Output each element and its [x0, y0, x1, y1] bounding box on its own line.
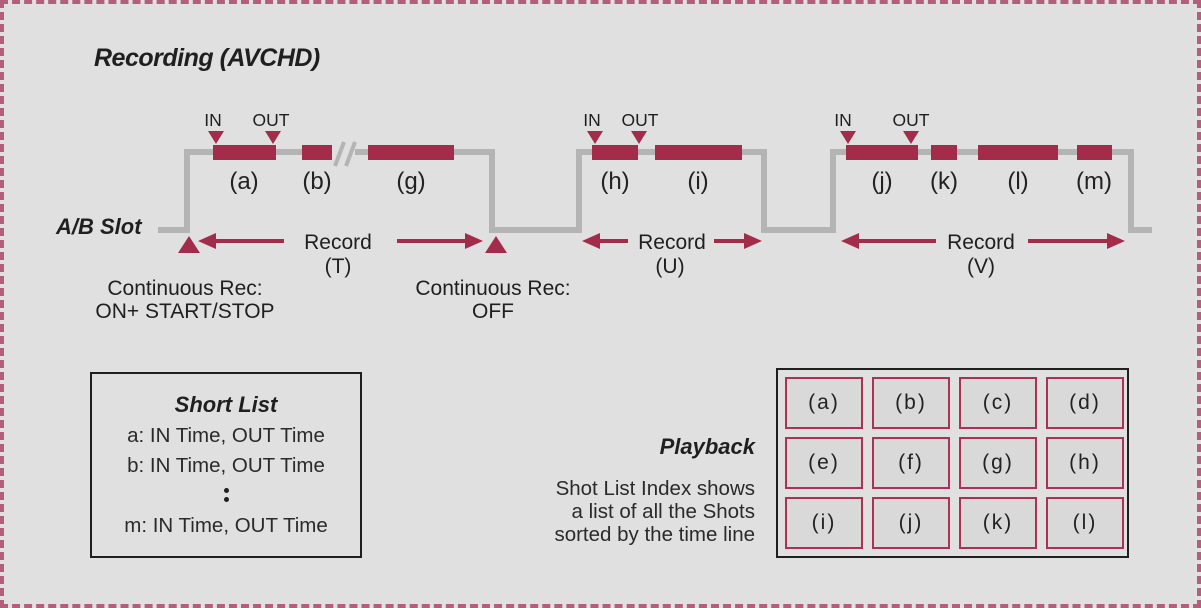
shot-thumbnail-e: (e) [785, 437, 863, 489]
clip-label-b: (b) [302, 168, 332, 195]
shot-thumbnail-a: (a) [785, 377, 863, 429]
record-arrow-left-shaft-v [855, 239, 936, 243]
clip-label-k: (k) [930, 168, 958, 195]
in-label-u: IN [583, 110, 601, 130]
clip-b [302, 145, 332, 160]
short-list-item-m: m: IN Time, OUT Time [124, 514, 328, 537]
continuous-rec-on-label: Continuous Rec: ON+ START/STOP [55, 277, 315, 323]
shot-thumbnail-l: (l) [1046, 497, 1124, 549]
continuous-rec-off-line1: Continuous Rec: [415, 277, 571, 300]
continuous-rec-off-label: Continuous Rec: OFF [363, 277, 623, 323]
record-arrow-left-u [582, 233, 600, 249]
in-marker-icon-u [587, 131, 603, 144]
record-arrow-right-t [465, 233, 483, 249]
out-marker-icon-t [265, 131, 281, 144]
record-arrow-right-v [1107, 233, 1125, 249]
continuous-rec-on-marker-icon [178, 236, 200, 253]
clip-label-l: (l) [1007, 168, 1029, 195]
shot-thumbnail-d: (d) [1046, 377, 1124, 429]
short-list-box: Short List a: IN Time, OUT Time b: IN Ti… [90, 372, 362, 558]
out-label-v: OUT [892, 110, 930, 130]
short-list-item-b: b: IN Time, OUT Time [127, 454, 325, 477]
out-marker-icon-u [631, 131, 647, 144]
clip-label-m: (m) [1076, 168, 1112, 195]
ab-slot-label: A/B Slot [56, 214, 142, 239]
short-list-title: Short List [174, 392, 278, 417]
continuous-rec-off-line2: OFF [472, 300, 514, 323]
clip-i [655, 145, 742, 160]
clip-k [931, 145, 957, 160]
record-arrow-left-t [198, 233, 216, 249]
continuous-rec-on-line2: ON+ START/STOP [95, 300, 275, 323]
record-label-v: Record [947, 231, 1015, 254]
clip-a [213, 145, 276, 160]
record-arrow-right-shaft-v [1028, 239, 1109, 243]
clip-label-j: (j) [871, 168, 893, 195]
record-arrow-left-shaft-u [596, 239, 628, 243]
playback-description-line1: Shot List Index shows [555, 477, 755, 500]
continuous-rec-on-line1: Continuous Rec: [107, 277, 263, 300]
record-tag-v: (V) [967, 255, 995, 278]
record-tag-u: (U) [655, 255, 685, 278]
clip-j [846, 145, 918, 160]
shot-thumbnail-g: (g) [959, 437, 1037, 489]
record-label-u: Record [638, 231, 706, 254]
clip-h [592, 145, 638, 160]
timeline-break-icon [331, 141, 357, 167]
record-arrow-right-shaft-t [397, 239, 465, 243]
out-marker-icon-v [903, 131, 919, 144]
shot-thumbnail-k: (k) [959, 497, 1037, 549]
record-arrow-right-shaft-u [714, 239, 746, 243]
in-marker-icon-t [208, 131, 224, 144]
record-arrow-right-u [744, 233, 762, 249]
shot-thumbnail-j: (j) [872, 497, 950, 549]
shot-thumbnail-h: (h) [1046, 437, 1124, 489]
in-label-t: IN [204, 110, 222, 130]
clip-g [368, 145, 454, 160]
shot-list-index-grid: (a) (b) (c) (d) (e) (f) (g) (h) (i) (j) … [776, 368, 1129, 558]
record-arrow-left-v [841, 233, 859, 249]
playback-description-line2: a list of all the Shots [571, 500, 755, 523]
playback-description: Shot List Index shows a list of all the … [400, 477, 755, 546]
page-title: Recording (AVCHD) [94, 44, 320, 72]
record-arrow-left-shaft-t [212, 239, 284, 243]
shot-thumbnail-f: (f) [872, 437, 950, 489]
clip-label-i: (i) [687, 168, 709, 195]
shot-thumbnail-i: (i) [785, 497, 863, 549]
short-list-item-a: a: IN Time, OUT Time [127, 424, 325, 447]
record-label-t: Record [304, 231, 372, 254]
playback-title: Playback [659, 434, 755, 459]
out-label-u: OUT [621, 110, 659, 130]
clip-m [1077, 145, 1112, 160]
continuous-rec-off-marker-icon [485, 236, 507, 253]
in-label-v: IN [834, 110, 852, 130]
clip-label-a: (a) [229, 168, 259, 195]
clip-label-h: (h) [600, 168, 630, 195]
clip-label-g: (g) [396, 168, 426, 195]
shot-thumbnail-b: (b) [872, 377, 950, 429]
in-marker-icon-v [840, 131, 856, 144]
vertical-ellipsis-icon [92, 484, 360, 506]
playback-description-line3: sorted by the time line [554, 523, 755, 546]
record-tag-t: (T) [324, 255, 352, 278]
out-label-t: OUT [252, 110, 290, 130]
shot-thumbnail-c: (c) [959, 377, 1037, 429]
clip-l [978, 145, 1058, 160]
